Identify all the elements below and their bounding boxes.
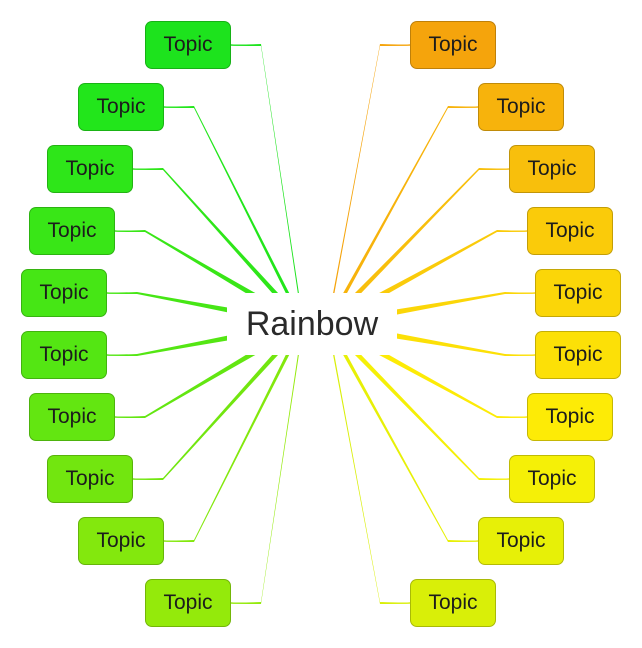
central-topic-label: Rainbow (245, 304, 379, 343)
topic-label: Topic (496, 529, 546, 552)
right-topic-1[interactable]: Topic (410, 21, 496, 69)
topic-label: Topic (428, 33, 478, 56)
topic-label: Topic (553, 281, 603, 304)
topic-label: Topic (496, 95, 546, 118)
left-topic-7[interactable]: Topic (29, 393, 115, 441)
left-topic-5[interactable]: Topic (21, 269, 107, 317)
topic-label: Topic (428, 591, 478, 614)
topic-label: Topic (553, 343, 603, 366)
topic-label: Topic (65, 157, 115, 180)
right-topic-7[interactable]: Topic (527, 393, 613, 441)
topic-label: Topic (545, 405, 595, 428)
topic-label: Topic (47, 405, 97, 428)
right-topic-6[interactable]: Topic (535, 331, 621, 379)
topic-label: Topic (39, 281, 89, 304)
left-topic-1[interactable]: Topic (145, 21, 231, 69)
right-topic-4[interactable]: Topic (527, 207, 613, 255)
right-topic-3[interactable]: Topic (509, 145, 595, 193)
left-topic-8[interactable]: Topic (47, 455, 133, 503)
right-topic-2[interactable]: Topic (478, 83, 564, 131)
left-topic-3[interactable]: Topic (47, 145, 133, 193)
topic-label: Topic (163, 591, 213, 614)
topic-label: Topic (96, 529, 146, 552)
topic-label: Topic (163, 33, 213, 56)
topic-label: Topic (39, 343, 89, 366)
topic-label: Topic (527, 157, 577, 180)
left-topic-9[interactable]: Topic (78, 517, 164, 565)
left-topic-2[interactable]: Topic (78, 83, 164, 131)
left-topic-6[interactable]: Topic (21, 331, 107, 379)
topic-label: Topic (96, 95, 146, 118)
left-topic-10[interactable]: Topic (145, 579, 231, 627)
topic-label: Topic (527, 467, 577, 490)
topic-label: Topic (545, 219, 595, 242)
left-topic-4[interactable]: Topic (29, 207, 115, 255)
right-topic-10[interactable]: Topic (410, 579, 496, 627)
topic-label: Topic (47, 219, 97, 242)
right-topic-8[interactable]: Topic (509, 455, 595, 503)
right-topic-5[interactable]: Topic (535, 269, 621, 317)
right-topic-9[interactable]: Topic (478, 517, 564, 565)
central-topic[interactable]: Rainbow (227, 293, 397, 355)
topic-label: Topic (65, 467, 115, 490)
